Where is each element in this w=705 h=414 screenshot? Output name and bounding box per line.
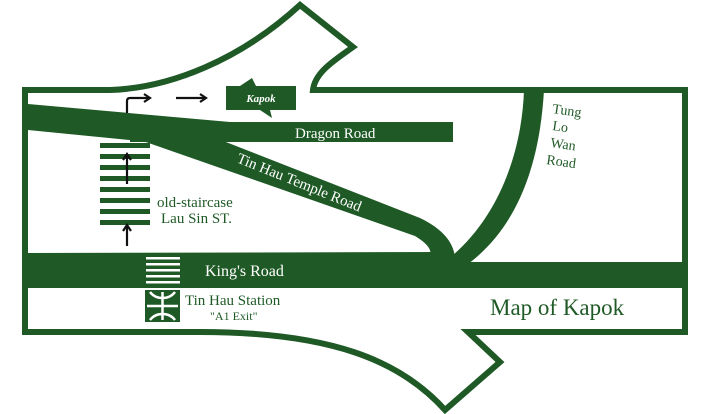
street-label: Lau Sin ST. [161, 211, 232, 227]
kings-road-label: King's Road [205, 263, 284, 280]
kapok-sign [226, 78, 296, 118]
exit-label: "A1 Exit" [210, 309, 258, 323]
tung-lo-wan-road [452, 90, 544, 264]
label-line: Tung [551, 102, 582, 121]
shop-sign-label: Kapok [245, 93, 276, 105]
kings-road [28, 252, 682, 288]
label-line: Wan [549, 136, 576, 154]
mtr-glyph-icon [147, 291, 178, 321]
staircase-label: old-staircase [157, 195, 233, 211]
dragon-road-label: Dragon Road [295, 126, 376, 142]
label-line: Road [545, 153, 576, 172]
tung-lo-wan-road-label: Tung Lo Wan Road [545, 102, 582, 172]
station-label: Tin Hau Station [185, 293, 281, 309]
tin-hau-temple-road [140, 128, 455, 260]
map-title: Map of Kapok [490, 295, 625, 320]
crosswalk [146, 257, 180, 284]
label-line: Lo [551, 119, 568, 136]
direction-arrows [122, 93, 208, 246]
